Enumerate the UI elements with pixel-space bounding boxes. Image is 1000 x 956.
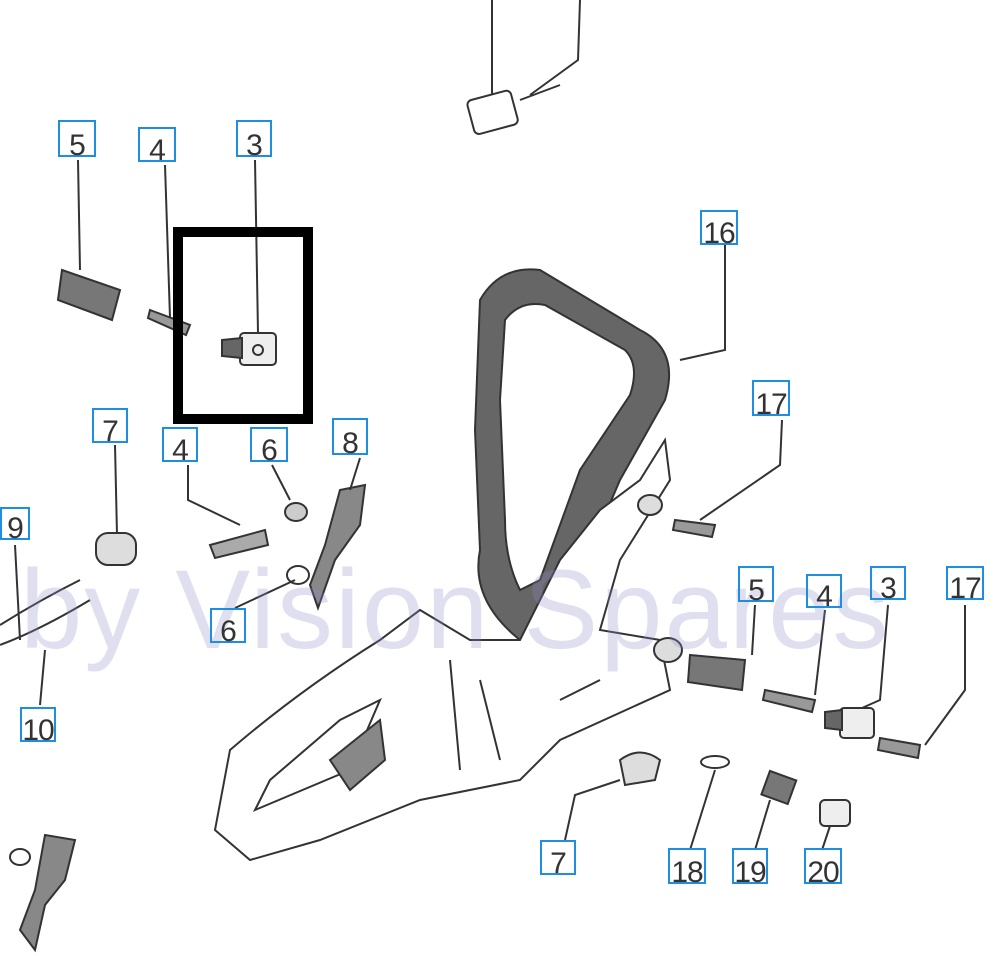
part-label-16[interactable]: 16 [700,210,738,249]
label-text: 7 [102,415,119,448]
label-text: 6 [261,434,278,467]
label-text: 8 [342,427,359,460]
label-text: 10 [22,714,54,747]
nut-3 [221,159,277,366]
main-housing [213,437,683,862]
label-text: 19 [734,856,766,889]
part-label-3[interactable]: 3 [236,120,272,161]
part-label-8[interactable]: 8 [332,418,368,459]
part-label-7[interactable]: 7 [92,408,128,447]
spring-5 [56,159,122,322]
part-label-4[interactable]: 4 [806,574,842,612]
part-label-18[interactable]: 18 [668,848,706,888]
part-label-10[interactable]: 10 [20,707,56,746]
label-text: 4 [816,580,833,613]
part-label-6[interactable]: 6 [210,608,246,647]
part-label-19[interactable]: 19 [732,848,768,888]
part-label-6[interactable]: 6 [250,427,288,466]
label-text: 6 [220,615,237,648]
part-label-4[interactable]: 4 [138,127,176,166]
part-label-4[interactable]: 4 [162,427,198,466]
part-label-7[interactable]: 7 [540,840,576,879]
label-text: 20 [807,856,839,889]
label-text: 17 [755,388,787,421]
part-label-3[interactable]: 3 [870,566,906,604]
label-text: 3 [246,129,263,162]
handle-16 [473,245,726,642]
label-text: 4 [172,434,189,467]
part-label-17[interactable]: 17 [752,380,790,420]
part-label-5[interactable]: 5 [58,120,96,161]
watermark: by Vision Spares [20,547,891,672]
label-text: 5 [748,574,765,607]
label-text: 18 [671,856,703,889]
label-text: 3 [880,572,897,605]
part-label-5[interactable]: 5 [738,566,774,606]
label-text: 7 [550,847,567,880]
highlight-box-part-3 [173,227,313,424]
label-text: 17 [949,572,981,605]
part-label-9[interactable]: 9 [0,507,30,544]
part-label-20[interactable]: 20 [804,848,842,888]
label-text: 9 [7,512,24,545]
label-text: 4 [149,134,166,167]
label-text: 5 [69,129,86,162]
part-label-17[interactable]: 17 [946,566,984,604]
label-text: 16 [703,217,735,250]
